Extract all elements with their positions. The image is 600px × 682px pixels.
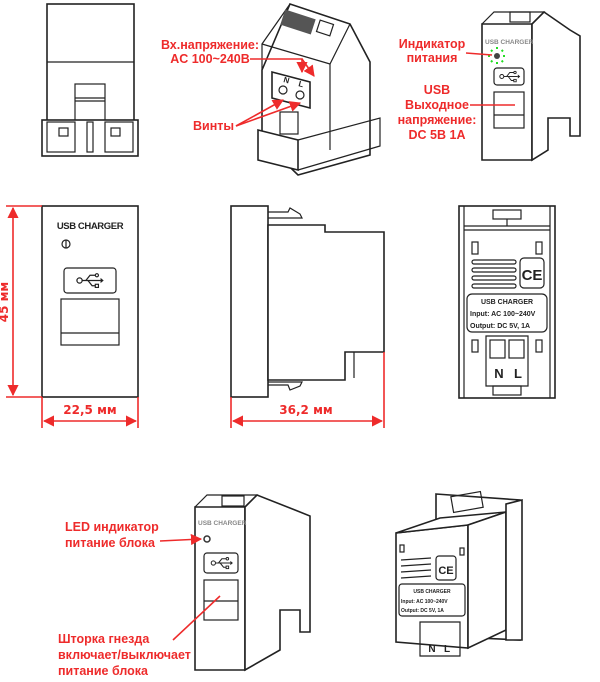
rear-label-input: Input: AC 100~240V (470, 311, 536, 318)
power-indicator-callout: Индикатор питания (399, 37, 493, 65)
led-callout: LED индикатор питание блока (65, 520, 203, 550)
shutter-callout: Шторка гнезда включает/выключает питание… (58, 595, 221, 678)
isometric-front-drawing: USB CHARGER (481, 10, 581, 162)
terminal-n-mark: N (282, 75, 290, 85)
isometric-rear-drawing: N L (257, 3, 381, 176)
usb-output-label-line1: USB (424, 83, 450, 97)
rear-label-output: Output: DC 5V, 1A (470, 323, 530, 330)
power-indicator-label-line2: питания (407, 51, 458, 65)
top-view-drawing (41, 3, 139, 157)
front-view-marking: USB CHARGER (57, 221, 124, 232)
shutter-label-line2: включает/выключает (58, 648, 191, 662)
rear-label-title: USB CHARGER (481, 299, 533, 306)
width-dimension: 22,5 мм (41, 397, 139, 428)
isometric-rear-bottom-drawing: CE USB CHARGER Input: AC 100~240V Output… (395, 490, 523, 657)
bottom-terminal-n: N (428, 644, 435, 655)
bottom-rear-label-output: Output: DC 5V, 1A (401, 608, 444, 614)
input-voltage-label-line1: Вх.напряжение: (161, 38, 259, 52)
usb-output-label-line3: напряжение: (398, 113, 477, 127)
front-view-drawing: USB CHARGER (41, 205, 139, 398)
power-indicator-label-line1: Индикатор (399, 37, 466, 51)
bottom-rear-label-title: USB CHARGER (413, 589, 451, 595)
bottom-front-marking: USB CHARGER (198, 520, 247, 527)
rear-terminal-l: L (514, 366, 522, 381)
height-dimension-label: 45 мм (0, 282, 11, 323)
rear-view-drawing: CE USB CHARGER Input: AC 100~240V Output… (458, 205, 556, 399)
height-dimension: 45 мм (0, 205, 42, 398)
screws-label: Винты (193, 119, 234, 133)
isometric-front-bottom-drawing: USB CHARGER (194, 494, 311, 672)
terminal-l-mark: L (297, 79, 304, 89)
rear-terminal-n: N (494, 366, 503, 381)
bottom-rear-label-input: Input: AC 100~240V (401, 599, 448, 605)
bottom-ce-mark: CE (438, 565, 453, 577)
bottom-terminal-l: L (444, 644, 450, 655)
led-label-line2: питание блока (65, 536, 156, 550)
shutter-label-line3: питание блока (58, 664, 149, 678)
led-label-line1: LED индикатор (65, 520, 159, 534)
depth-dimension: 36,2 мм (230, 352, 385, 428)
usb-output-callout: USB Выходное напряжение: DC 5B 1A (398, 83, 515, 142)
front-marking: USB CHARGER (485, 39, 534, 46)
usb-output-label-line2: Выходное (405, 98, 469, 112)
screws-callout: Винты (193, 99, 302, 133)
depth-dimension-label: 36,2 мм (279, 403, 332, 417)
input-voltage-callout: Вх.напряжение: AC 100~240B (161, 38, 315, 77)
side-view-drawing (230, 205, 385, 398)
input-voltage-label-line2: AC 100~240B (170, 52, 250, 66)
width-dimension-label: 22,5 мм (63, 403, 116, 417)
ce-mark: CE (522, 267, 543, 284)
usb-output-label-line4: DC 5B 1A (409, 128, 466, 142)
shutter-label-line1: Шторка гнезда (58, 632, 150, 646)
